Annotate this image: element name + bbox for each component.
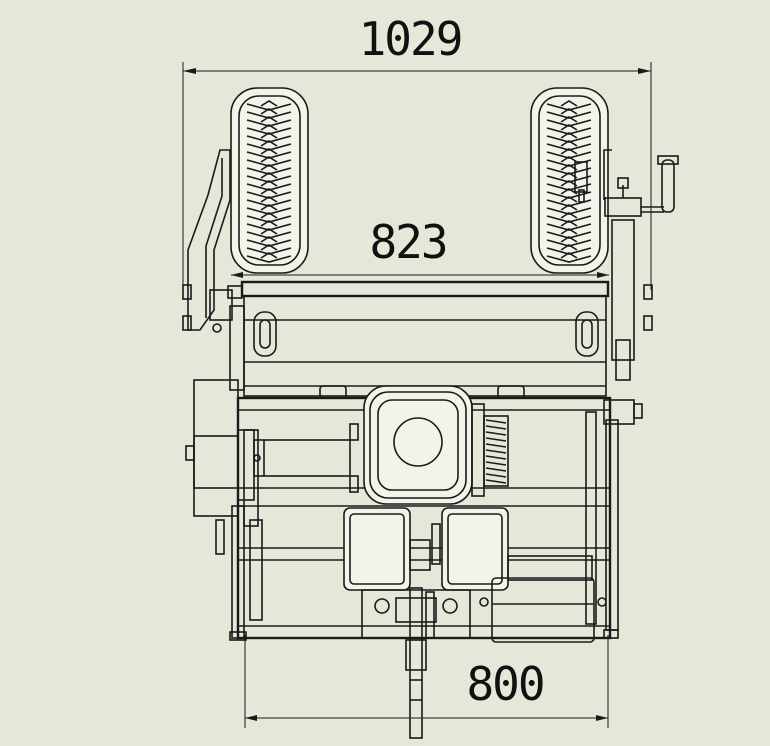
drive-motors <box>343 507 593 591</box>
left-wheel <box>230 87 309 274</box>
dimension-label-wheel-track: 823 <box>369 215 446 269</box>
deck-side-plates <box>229 399 643 641</box>
dimension-wheel-track: 823 <box>231 215 609 278</box>
right-steering-handle <box>574 149 679 381</box>
dimension-label-deck-width: 800 <box>466 657 543 711</box>
left-fork-bracket <box>182 149 243 333</box>
dimension-label-overall-width: 1029 <box>359 12 462 66</box>
tow-hitch <box>361 587 471 739</box>
engine-unit <box>319 385 525 505</box>
battery-box <box>479 577 607 643</box>
dimension-overall-width: 1029 <box>182 12 652 300</box>
right-wheel <box>530 87 609 274</box>
dimension-deck-width: 800 <box>244 635 609 728</box>
left-gearbox <box>185 379 359 555</box>
front-cross-beam <box>229 280 610 397</box>
